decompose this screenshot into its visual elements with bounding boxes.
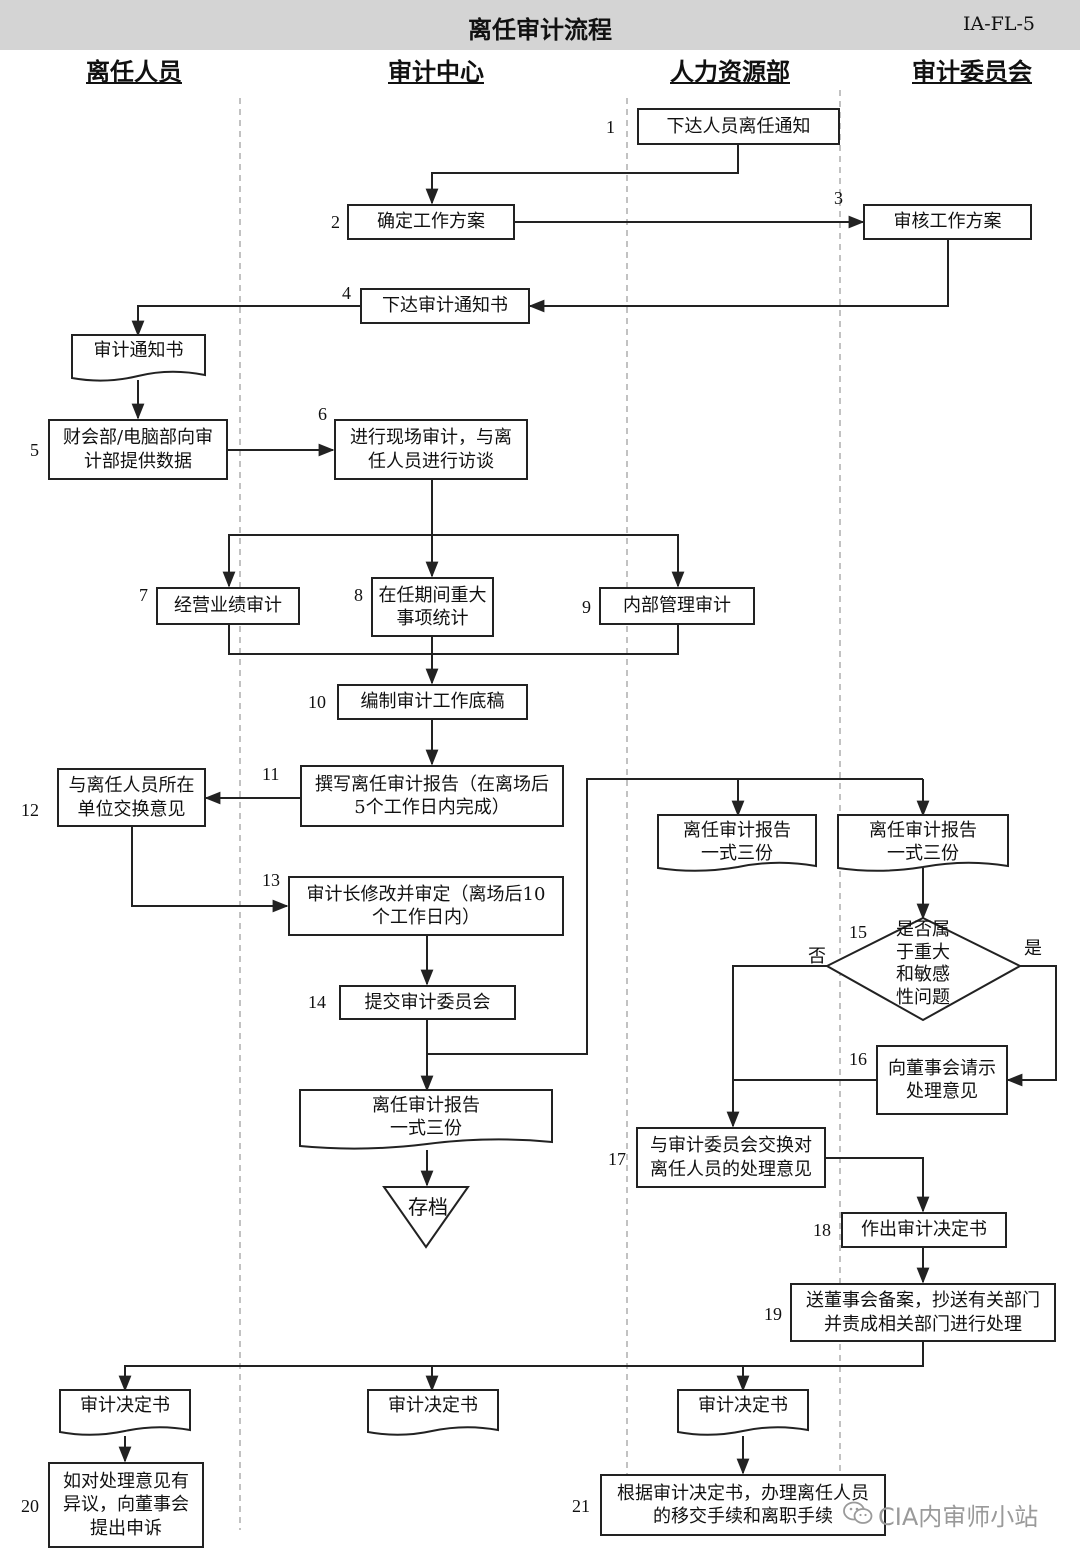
step-12-exchange-opinions: 与离任人员所在 单位交换意见 [57, 768, 206, 827]
lane-header-departing-staff: 离任人员 [86, 57, 182, 86]
decision-diamond-15 [824, 916, 1023, 1022]
archive-triangle [382, 1186, 470, 1249]
doc-shape-report-hr [657, 814, 817, 872]
step-4-issue-audit-notice: 下达审计通知书 [360, 288, 530, 324]
step-1-issue-departure-notice: 下达人员离任通知 [637, 108, 840, 145]
decision-no-label: 否 [808, 946, 826, 967]
step-number: 3 [834, 188, 843, 208]
decision-yes-label: 是 [1024, 938, 1042, 959]
merge-line [228, 625, 679, 655]
step-5-provide-data: 财会部/电脑部向审 计部提供数据 [48, 419, 228, 480]
step-number: 8 [354, 585, 363, 605]
report-distribution-line [427, 778, 923, 1055]
arrow-15-no-17 [726, 965, 827, 1128]
arrow-19-distribution [118, 1342, 924, 1392]
step-number: 6 [318, 404, 327, 424]
wechat-logo-icon [843, 1501, 873, 1524]
step-number: 10 [308, 692, 326, 712]
step-number: 9 [582, 597, 591, 617]
step-number: 2 [331, 212, 340, 232]
step-number: 15 [849, 922, 867, 942]
step-14-submit-to-committee: 提交审计委员会 [339, 985, 516, 1020]
doc-shape-decision-3 [677, 1389, 809, 1436]
archive-label: 存档 [408, 1195, 448, 1219]
doc-shape-decision-1 [59, 1389, 191, 1436]
arrow-12-13 [131, 827, 289, 913]
step-20-appeal-to-board: 如对处理意见有 异议，向董事会 提出申诉 [48, 1462, 204, 1548]
doc-decision-1: 审计决定书 [80, 1395, 170, 1416]
watermark-text: CIA内审师小站 [878, 1503, 1039, 1531]
arrow-15-yes-16 [1006, 965, 1057, 1087]
document-code: IA-FL-5 [963, 13, 1035, 35]
doc-shape-report-center [299, 1089, 553, 1150]
doc-shape-decision-2 [367, 1389, 499, 1436]
step-number: 1 [606, 117, 615, 137]
step-number: 18 [813, 1220, 831, 1240]
step-2-determine-work-plan: 确定工作方案 [347, 204, 515, 240]
step-6-onsite-audit-interview: 进行现场审计，与离 任人员进行访谈 [334, 419, 528, 480]
step-9-internal-management-audit: 内部管理审计 [599, 587, 755, 625]
step-13-revise-and-approve: 审计长修改并审定（离场后10 个工作日内） [288, 876, 564, 936]
step-number: 11 [262, 764, 280, 784]
arrow-1-2 [425, 145, 739, 205]
decision-15-text: 是否属 于重大 和敏感 性问题 [896, 919, 950, 1008]
split-line [228, 534, 679, 586]
title-bar [0, 0, 1080, 50]
arrow-3-4 [528, 240, 949, 313]
doc-decision-3: 审计决定书 [698, 1395, 788, 1416]
step-number: 12 [21, 800, 39, 820]
step-16-request-board-opinion: 向董事会请示 处理意见 [876, 1045, 1008, 1115]
step-number: 14 [308, 992, 326, 1012]
step-10-working-papers: 编制审计工作底稿 [337, 684, 528, 720]
lane-header-audit-committee: 审计委员会 [912, 57, 1032, 86]
step-8-major-matters-statistics: 在任期间重大 事项统计 [371, 577, 494, 637]
arrow-4-notice [131, 305, 360, 337]
step-3-review-work-plan: 审核工作方案 [863, 204, 1032, 240]
doc-report-committee: 离任审计报告 一式三份 [869, 820, 977, 865]
step-18-make-audit-decision: 作出审计决定书 [841, 1212, 1007, 1248]
lane-header-hr: 人力资源部 [670, 57, 790, 86]
page-title: 离任审计流程 [468, 15, 612, 44]
step-7-performance-audit: 经营业绩审计 [156, 587, 300, 625]
doc-decision-2: 审计决定书 [388, 1395, 478, 1416]
step-11-write-audit-report: 撰写离任审计报告（在离场后 5个工作日内完成） [300, 765, 564, 827]
step-number: 19 [764, 1304, 782, 1324]
step-17-exchange-handling-opinions: 与审计委员会交换对 离任人员的处理意见 [636, 1127, 826, 1188]
arrow-17-18 [826, 1157, 930, 1213]
step-number: 17 [608, 1149, 626, 1169]
step-number: 16 [849, 1049, 867, 1069]
step-number: 7 [139, 585, 148, 605]
doc-shape-notice [71, 334, 206, 382]
step-19-file-and-distribute: 送董事会备案，抄送有关部门 并责成相关部门进行处理 [790, 1283, 1056, 1342]
doc-audit-notice: 审计通知书 [93, 340, 184, 361]
step-number: 4 [342, 283, 351, 303]
step-number: 5 [30, 440, 39, 460]
doc-shape-report-committee [837, 814, 1009, 872]
step-number: 13 [262, 870, 280, 890]
step-21-handover-procedures: 根据审计决定书，办理离任人员 的移交手续和离职手续 [600, 1474, 886, 1536]
step-number: 21 [572, 1496, 590, 1516]
doc-report-hr: 离任审计报告 一式三份 [683, 820, 791, 865]
lane-header-audit-center: 审计中心 [388, 57, 484, 86]
step-number: 20 [21, 1496, 39, 1516]
doc-report-center: 离任审计报告 一式三份 [372, 1095, 480, 1140]
